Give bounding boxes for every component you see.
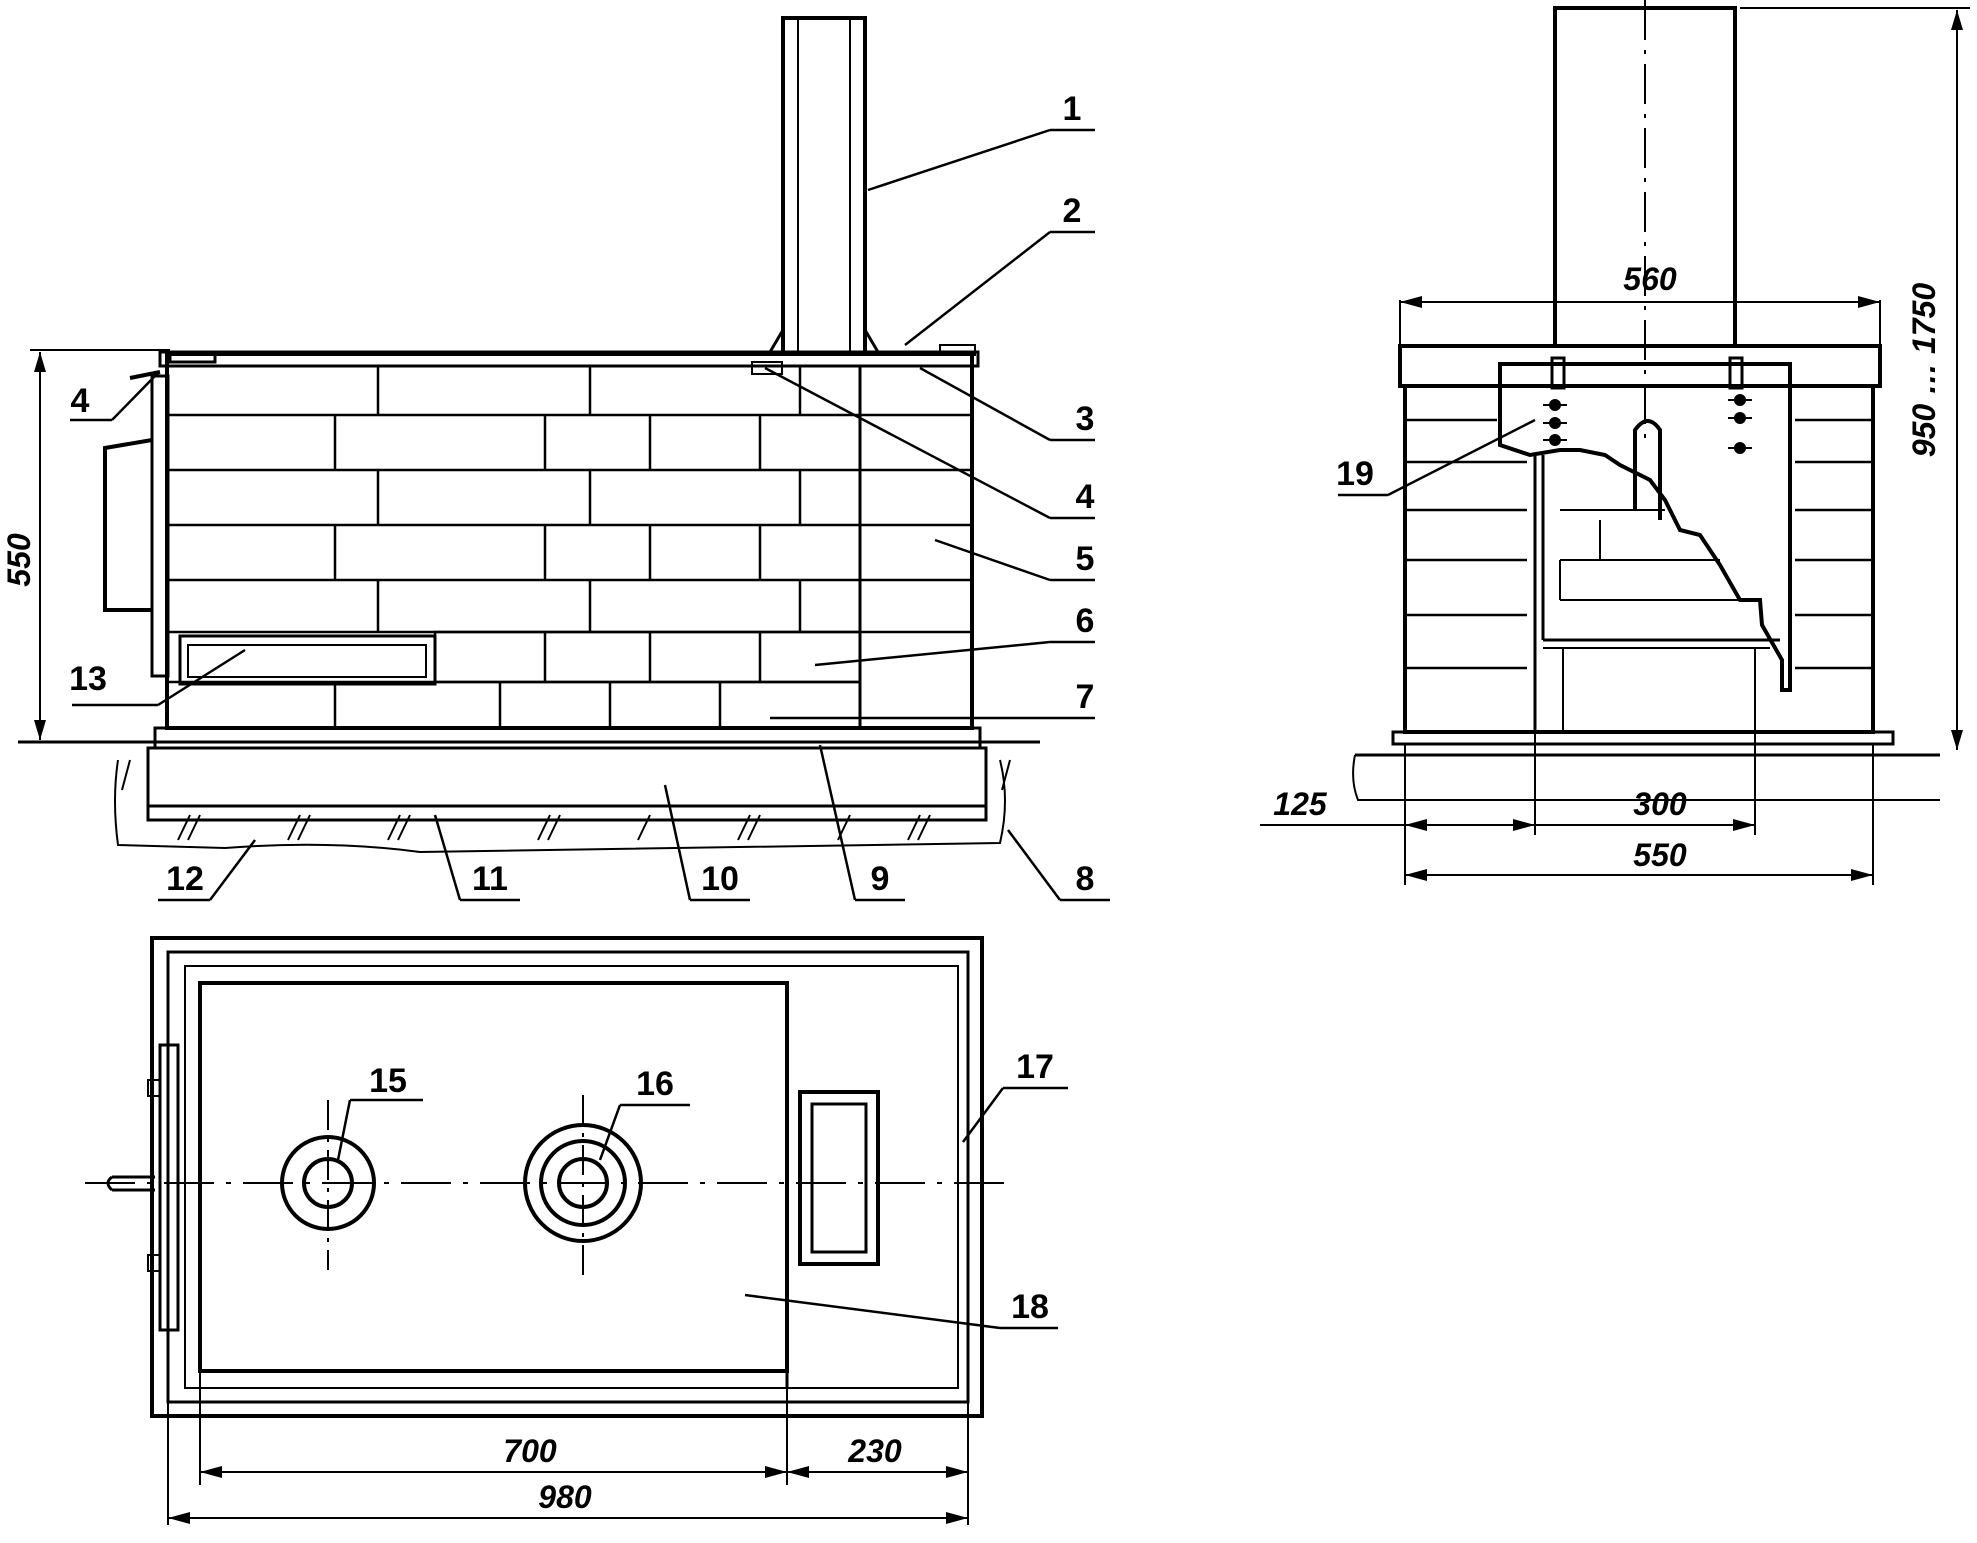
chamber-wall-joints <box>860 413 972 634</box>
callout-17: 17 <box>1016 1048 1054 1086</box>
callout-10: 10 <box>701 860 739 898</box>
sand-layer <box>153 726 982 750</box>
dim-560-label: 560 <box>1623 261 1677 297</box>
front-view: 560 950 … 1750 125 300 550 <box>1260 0 1970 885</box>
side-section-view: 550 <box>1 16 1110 902</box>
dim-550-front-label: 550 <box>1633 837 1687 873</box>
callout-4-left: 4 <box>71 382 90 420</box>
plan-frame-2 <box>166 950 970 1404</box>
dim-950-1750-label: 950 … 1750 <box>1906 283 1942 458</box>
callout-6: 6 <box>1076 602 1095 640</box>
ash-drawer-inner <box>187 644 427 678</box>
front-door-panel <box>1498 362 1792 692</box>
hearth-lower-hatched <box>165 680 862 730</box>
gravel-layer <box>146 804 988 822</box>
plan-hinge-bottom <box>147 1254 161 1272</box>
front-hinge-left <box>1550 356 1566 390</box>
callout-15: 15 <box>369 1062 407 1100</box>
chamber-wall-hatched <box>858 364 974 730</box>
side-leaders <box>70 128 1110 902</box>
callout-18: 18 <box>1011 1288 1049 1326</box>
door-hinge-top <box>129 370 161 380</box>
callout-19: 19 <box>1336 455 1374 493</box>
chamber-opening-inner <box>810 1102 868 1254</box>
leader-17-diag <box>961 1087 1005 1143</box>
stove-body <box>165 352 974 730</box>
front-hinge-right <box>1728 356 1744 390</box>
ground-hatching <box>121 759 1011 841</box>
dim-980-label: 980 <box>538 1479 592 1515</box>
concrete-slab <box>146 746 988 808</box>
dim-height-side: 550 <box>1 349 170 740</box>
dim-bottom-front: 125 300 550 <box>1260 732 1874 885</box>
damper-plate <box>751 361 783 375</box>
chimney-flange <box>767 324 881 354</box>
dim-230-label: 230 <box>847 1433 902 1469</box>
chamber-opening-outer <box>798 1090 880 1266</box>
hearth-upper-hatched <box>433 630 862 684</box>
ground-outline <box>114 759 1006 854</box>
door-handle <box>103 438 153 612</box>
dim-700-label: 700 <box>503 1433 557 1469</box>
front-base-plate <box>1391 730 1895 746</box>
plan-frame-3 <box>184 965 959 1389</box>
callout-5: 5 <box>1076 540 1095 578</box>
dim-550-side-label: 550 <box>1 533 37 587</box>
plan-hinge-top <box>147 1079 161 1097</box>
dim-125-label: 125 <box>1273 786 1328 822</box>
callout-2: 2 <box>1063 192 1082 230</box>
front-flue-pipe <box>1633 419 1662 520</box>
chimney-pipe <box>781 16 867 356</box>
brick-courses <box>167 366 860 634</box>
ring-cap <box>939 344 976 356</box>
dim-300-label: 300 <box>1633 786 1687 822</box>
ash-drawer <box>178 634 437 686</box>
callout-3: 3 <box>1076 400 1095 438</box>
dim-top-width-front: 560 <box>1399 261 1881 346</box>
plan-door-edge <box>158 1043 180 1332</box>
callout-16: 16 <box>636 1065 674 1103</box>
callout-8: 8 <box>1076 860 1095 898</box>
front-bolt-ticks <box>1543 399 1752 449</box>
callout-1: 1 <box>1063 90 1082 128</box>
hearth-joints <box>333 632 762 728</box>
front-ground-outline <box>1352 754 1940 801</box>
dim-height-front: 950 … 1750 <box>1740 7 1970 750</box>
leader-18 <box>744 1293 1001 1330</box>
callout-12: 12 <box>166 860 204 898</box>
leader-19-diag <box>1387 418 1536 497</box>
callout-4-right: 4 <box>1076 478 1095 516</box>
cooktop-plate <box>158 350 980 368</box>
callout-7: 7 <box>1076 678 1095 716</box>
plan-dimensions: 700 230 980 <box>167 1371 969 1525</box>
plan-view: 15 16 17 18 700 230 980 <box>85 936 1068 1525</box>
front-bolts <box>1549 394 1746 454</box>
callout-11: 11 <box>472 860 508 898</box>
plan-outer-frame <box>150 936 984 1418</box>
leader-15-diag <box>336 1099 352 1161</box>
leader-16-diag <box>598 1104 622 1161</box>
top-frame-corner <box>168 352 217 364</box>
callout-9: 9 <box>871 860 890 898</box>
callout-13: 13 <box>69 660 107 698</box>
front-brick-courses <box>1405 418 1873 670</box>
plan-cooktop <box>198 981 789 1373</box>
